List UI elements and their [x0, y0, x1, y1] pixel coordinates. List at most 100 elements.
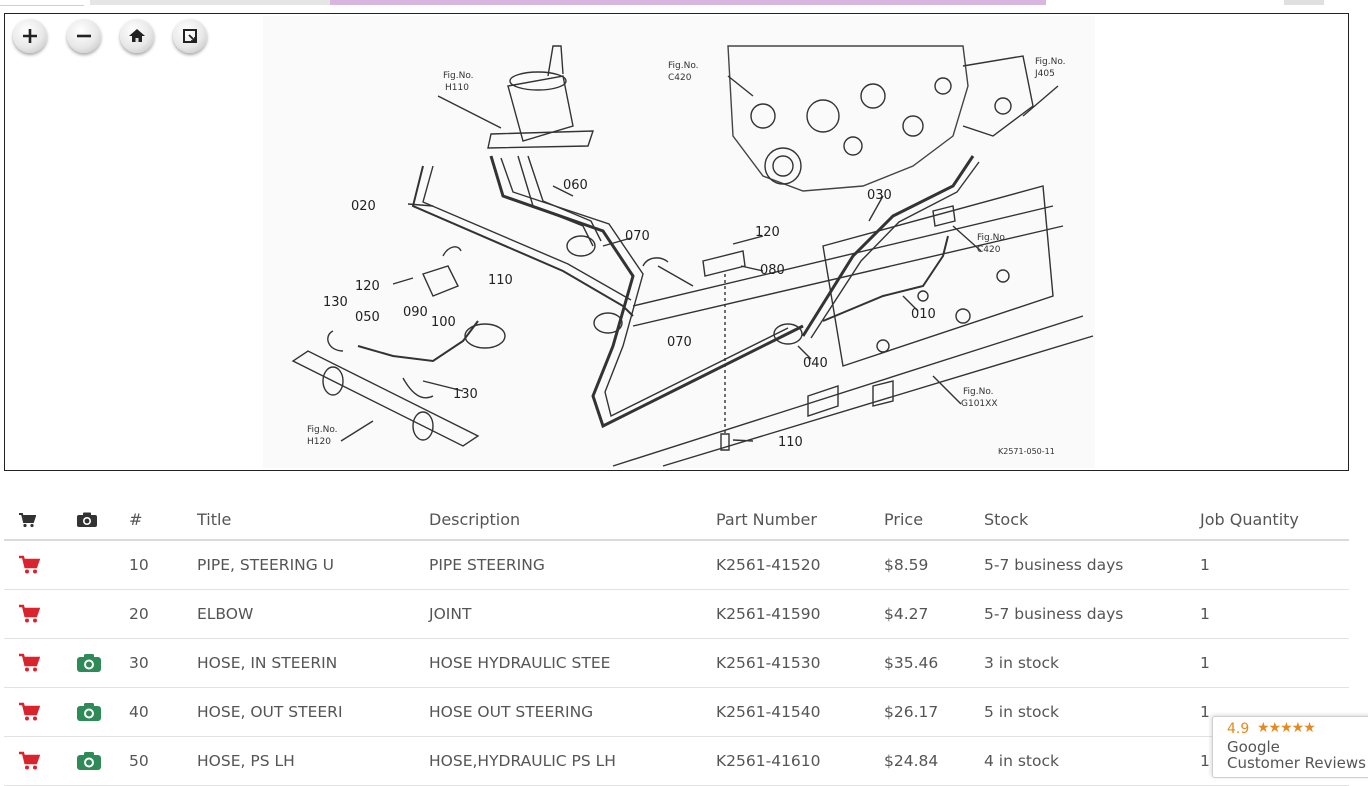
review-subtitle: Customer Reviews — [1227, 754, 1366, 772]
svg-text:Fig.No.: Fig.No. — [1035, 57, 1066, 67]
svg-text:070: 070 — [625, 229, 650, 244]
row-number: 50 — [129, 752, 149, 770]
review-brand: Google — [1227, 738, 1280, 756]
table-row: 30 HOSE, IN STEERIN HOSE HYDRAULIC STEE K25… — [4, 639, 1349, 688]
svg-text:G101XX: G101XX — [961, 399, 997, 409]
add-to-cart-icon[interactable] — [18, 541, 48, 589]
row-number: 40 — [129, 703, 149, 721]
row-description: PIPE STEERING — [429, 556, 545, 574]
row-title: ELBOW — [197, 605, 254, 623]
svg-text:130: 130 — [453, 387, 478, 402]
view-photo-icon[interactable] — [76, 737, 106, 785]
row-title: HOSE, PS LH — [197, 752, 295, 770]
row-number: 30 — [129, 654, 149, 672]
row-part-number: K2561-41520 — [716, 556, 821, 574]
add-to-cart-icon[interactable] — [18, 639, 48, 687]
svg-text:060: 060 — [563, 178, 588, 193]
svg-text:C420: C420 — [668, 73, 692, 83]
row-part-number: K2561-41590 — [716, 605, 821, 623]
zoom-out-button[interactable] — [67, 19, 101, 53]
svg-text:130: 130 — [323, 295, 348, 310]
row-stock: 5-7 business days — [984, 605, 1124, 623]
review-rating: 4.9 — [1227, 721, 1250, 737]
header-job-quantity: Job Quantity — [1200, 510, 1299, 529]
tab-strip — [0, 0, 1368, 6]
svg-text:Fig.No.: Fig.No. — [307, 425, 338, 435]
tab-second[interactable] — [90, 0, 330, 5]
home-button[interactable] — [120, 19, 154, 53]
svg-text:Fig.No.: Fig.No. — [443, 71, 474, 81]
header-title: Title — [197, 510, 232, 529]
fullscreen-icon — [183, 29, 197, 43]
zoom-in-icon — [23, 29, 37, 43]
review-stars-icon: ★★★★★ — [1257, 720, 1316, 736]
row-title: HOSE, OUT STEERI — [197, 703, 343, 721]
header-cart-icon — [18, 500, 48, 539]
header-description: Description — [429, 510, 521, 529]
row-job-quantity: 1 — [1200, 703, 1210, 721]
tab-last[interactable] — [1284, 0, 1324, 5]
table-row: 10 PIPE, STEERING U PIPE STEERING K2561-415… — [4, 541, 1349, 590]
svg-text:K2571-050-11: K2571-050-11 — [998, 447, 1055, 456]
view-photo-icon[interactable] — [76, 639, 106, 687]
row-price: $4.27 — [884, 605, 929, 623]
svg-text:100: 100 — [431, 315, 456, 330]
header-number: # — [129, 510, 143, 529]
header-camera-icon — [76, 500, 106, 539]
header-price: Price — [884, 510, 924, 529]
table-row: 50 HOSE, PS LH HOSE,HYDRAULIC PS LH K2561-4… — [4, 737, 1349, 786]
svg-text:120: 120 — [755, 225, 780, 240]
svg-text:030: 030 — [867, 188, 892, 203]
row-job-quantity: 1 — [1200, 654, 1210, 672]
svg-text:050: 050 — [355, 310, 380, 325]
svg-text:H110: H110 — [445, 83, 469, 93]
add-to-cart-icon[interactable] — [18, 688, 48, 736]
zoom-in-button[interactable] — [13, 19, 47, 53]
svg-text:010: 010 — [911, 307, 936, 322]
row-price: $26.17 — [884, 703, 939, 721]
google-review-badge[interactable]: 4.9 ★★★★★ Google Customer Reviews — [1212, 716, 1368, 778]
row-title: HOSE, IN STEERIN — [197, 654, 338, 672]
row-job-quantity: 1 — [1200, 752, 1210, 770]
row-description: HOSE HYDRAULIC STEE — [429, 654, 611, 672]
svg-text:H120: H120 — [307, 437, 331, 447]
zoom-out-icon — [77, 34, 91, 38]
row-part-number: K2561-41540 — [716, 703, 821, 721]
add-to-cart-icon[interactable] — [18, 590, 48, 638]
svg-text:C420: C420 — [977, 245, 1001, 255]
svg-text:020: 020 — [351, 199, 376, 214]
header-stock: Stock — [984, 510, 1029, 529]
parts-diagram: Fig.No. H110 Fig.No. C420 Fig.No. J405 Fig.… — [263, 16, 1095, 468]
svg-text:J405: J405 — [1034, 69, 1055, 79]
svg-text:120: 120 — [355, 279, 380, 294]
svg-text:Fig.No.: Fig.No. — [977, 233, 1008, 243]
diagram-viewer[interactable]: Fig.No. H110 Fig.No. C420 Fig.No. J405 Fig.… — [4, 13, 1349, 471]
row-part-number: K2561-41610 — [716, 752, 821, 770]
row-number: 20 — [129, 605, 149, 623]
svg-text:070: 070 — [667, 335, 692, 350]
row-number: 10 — [129, 556, 149, 574]
add-to-cart-icon[interactable] — [18, 737, 48, 785]
svg-text:090: 090 — [403, 305, 428, 320]
parts-table: # Title Description Part Number Price St… — [4, 500, 1349, 786]
table-header: # Title Description Part Number Price St… — [4, 500, 1349, 541]
fullscreen-button[interactable] — [173, 19, 207, 53]
svg-text:110: 110 — [778, 435, 803, 450]
row-part-number: K2561-41530 — [716, 654, 821, 672]
header-part-number: Part Number — [716, 510, 817, 529]
row-title: PIPE, STEERING U — [197, 556, 335, 574]
tab-active[interactable] — [330, 0, 1046, 5]
svg-text:Fig.No.: Fig.No. — [963, 387, 994, 397]
tab-first[interactable] — [0, 0, 84, 6]
svg-text:Fig.No.: Fig.No. — [668, 61, 699, 71]
row-description: HOSE,HYDRAULIC PS LH — [429, 752, 616, 770]
view-photo-icon[interactable] — [76, 688, 106, 736]
row-job-quantity: 1 — [1200, 605, 1210, 623]
row-price: $24.84 — [884, 752, 939, 770]
row-job-quantity: 1 — [1200, 556, 1210, 574]
row-stock: 5 in stock — [984, 703, 1059, 721]
svg-text:110: 110 — [488, 273, 513, 288]
row-stock: 3 in stock — [984, 654, 1059, 672]
